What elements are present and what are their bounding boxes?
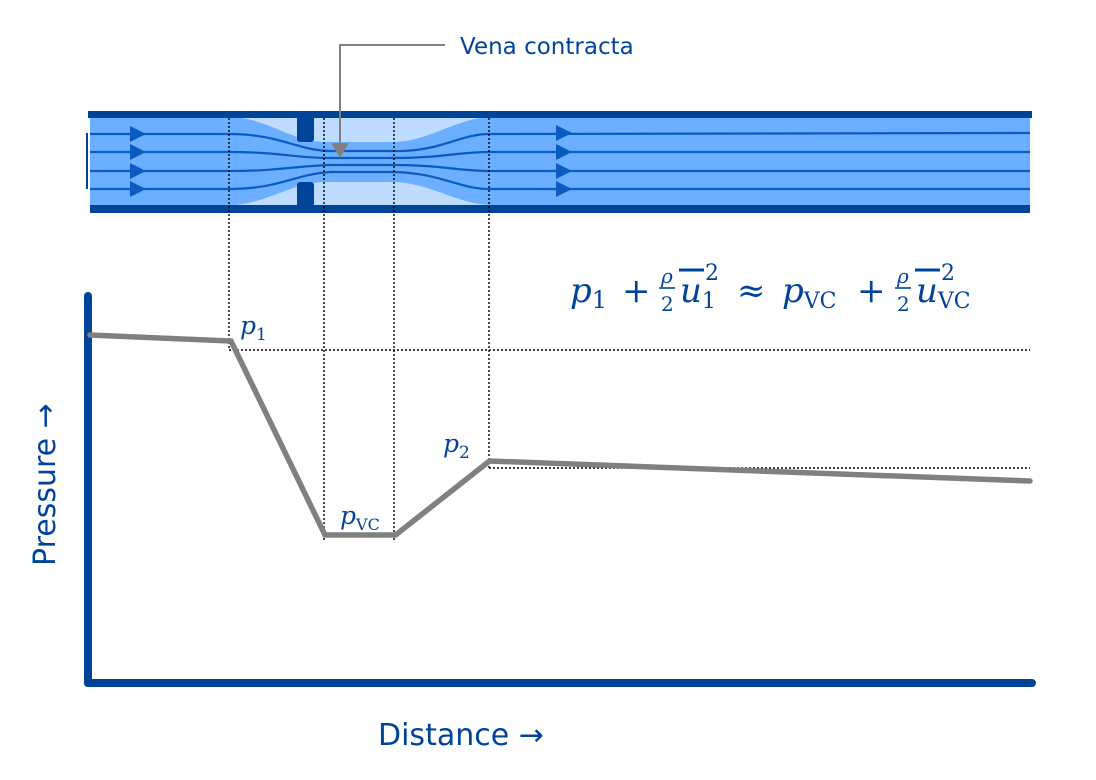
recirculation-zone-top [229, 117, 489, 142]
orifice-plate-bottom [297, 182, 314, 207]
flow-arrow-icon [556, 125, 572, 141]
streamlines [90, 131, 1031, 191]
pressure-line [87, 332, 1033, 538]
callout-leader-line [339, 44, 445, 145]
eq-pvc: pVC [782, 271, 837, 314]
eq-plus-2: + [857, 271, 886, 311]
eq-u1-base: u [680, 271, 702, 311]
x-axis-label: Distance → [378, 718, 544, 753]
label-pvc-sub: VC [355, 515, 380, 534]
label-p1: p1 [240, 311, 267, 345]
eq-u-2: uVC [916, 271, 971, 314]
eq-pvc-sub: VC [803, 289, 837, 314]
flow-arrow-icon [556, 181, 572, 197]
eq-u1-sub: 1 [702, 289, 716, 314]
y-axis-label: Pressure → [28, 403, 63, 566]
flow-arrow-icon [556, 144, 572, 160]
eq-u2-base: u [916, 271, 938, 311]
eq-sq-2: 2 [941, 261, 955, 286]
streamline-1 [90, 131, 1031, 153]
eq-plus-1: + [622, 271, 651, 311]
eq-u-1: u1 [680, 271, 716, 314]
bernoulli-equation: p1 + ρ 2 u1 2 ≈ pVC + ρ 2 uVC 2 [570, 261, 971, 316]
pipe-wall-bottom [90, 205, 1030, 213]
streamline-3 [90, 163, 1030, 173]
axes: Pressure → Distance → [28, 292, 1036, 753]
eq-approx: ≈ [737, 271, 766, 311]
pressure-points [90, 335, 1030, 535]
pipe-inlet-edge [86, 133, 88, 189]
eq-pvc-base: p [782, 271, 804, 311]
callout-arrowhead-icon [331, 143, 349, 158]
eq-p1-base: p [570, 271, 592, 311]
label-pvc-base: p [340, 501, 356, 530]
label-p2-base: p [443, 429, 459, 458]
vena-contracta-callout: Vena contracta [331, 34, 634, 158]
eq-u2-sub: VC [937, 289, 971, 314]
eq-p1-sub: 1 [592, 286, 607, 314]
guide-lines [228, 118, 1030, 540]
flow-arrow-icon [130, 126, 146, 142]
pipe [86, 111, 1032, 213]
eq-sq-1: 2 [705, 261, 719, 286]
eq-two-2: 2 [897, 292, 910, 316]
flow-arrows-right [556, 125, 572, 197]
orifice-plate-top [297, 115, 314, 142]
streamline-4 [90, 170, 1030, 191]
streamline-2 [90, 150, 1030, 160]
label-pvc: pVC [340, 501, 380, 534]
flow-arrows-left [130, 126, 146, 197]
flow-arrow-icon [130, 163, 146, 179]
eq-rho-2: ρ [896, 264, 909, 288]
eq-rho-1: ρ [660, 264, 673, 288]
vena-contracta-label: Vena contracta [460, 34, 634, 60]
label-p1-base: p [240, 311, 256, 340]
eq-p1: p1 [570, 271, 607, 314]
label-p1-sub: 1 [256, 325, 267, 345]
pipe-wall-top [88, 111, 1032, 118]
flow-arrow-icon [130, 181, 146, 197]
label-p2-sub: 2 [459, 443, 470, 463]
eq-two-1: 2 [661, 292, 674, 316]
flow-arrow-icon [130, 144, 146, 160]
recirculation-zone-bottom [229, 182, 489, 205]
flow-arrow-icon [556, 163, 572, 179]
label-p2: p2 [443, 429, 470, 463]
